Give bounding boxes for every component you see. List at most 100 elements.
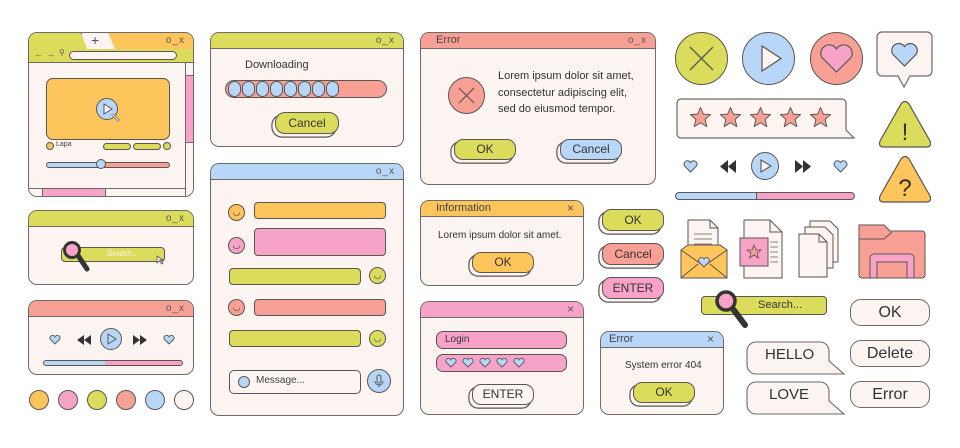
enter-button[interactable]: ENTER (472, 384, 534, 405)
play-icon (103, 103, 113, 115)
message-input[interactable] (229, 370, 361, 394)
heart-icon[interactable] (683, 160, 698, 173)
close-icon[interactable]: × (566, 201, 575, 215)
window-controls[interactable]: o_x (165, 213, 185, 224)
star-icon[interactable] (809, 106, 832, 128)
close-icon[interactable]: × (566, 302, 575, 316)
ok-button[interactable]: OK (633, 382, 695, 403)
star-icon[interactable] (779, 106, 802, 128)
play-button[interactable] (100, 328, 122, 350)
ok-button[interactable]: OK (454, 139, 516, 160)
progress-segment (284, 81, 297, 97)
window-controls[interactable]: o_x (627, 35, 647, 46)
browser-tab-left[interactable] (29, 33, 91, 49)
progress-remaining[interactable] (756, 192, 855, 200)
video-action-1[interactable] (103, 143, 131, 150)
cancel-button[interactable]: Cancel (275, 112, 339, 134)
color-swatch-yellow-green[interactable] (87, 390, 107, 410)
color-swatch-salmon[interactable] (116, 390, 136, 410)
enter-button[interactable]: ENTER (602, 277, 664, 299)
horizontal-scrollbar[interactable] (29, 188, 185, 196)
hello-bubble-text: HELLO (765, 346, 815, 363)
heart-icon[interactable] (833, 160, 848, 173)
track-progress-remaining[interactable] (105, 360, 183, 366)
window-controls[interactable]: o_x (165, 35, 185, 46)
search-icon: ⚲ (59, 48, 65, 57)
error-button-plain[interactable]: Error (850, 381, 930, 408)
progress-segment (298, 81, 311, 97)
play-button[interactable] (751, 152, 779, 180)
like-button-round[interactable] (810, 32, 863, 85)
new-tab-plus-icon[interactable]: + (91, 32, 100, 48)
video-action-2[interactable] (133, 143, 161, 150)
dialog-title: Information (436, 202, 492, 214)
heart-icon (496, 358, 508, 368)
smiley-avatar: ◡ (228, 237, 245, 254)
video-progress-remaining[interactable] (102, 162, 170, 168)
color-swatch-pink[interactable] (58, 390, 78, 410)
fast-forward-icon[interactable] (795, 160, 811, 173)
video-progress-played[interactable] (46, 162, 102, 168)
window-controls[interactable]: o_x (375, 35, 395, 46)
search-window: o_x Search... (28, 210, 194, 285)
forward-arrow-icon[interactable]: → (46, 49, 55, 59)
ok-button[interactable]: OK (602, 209, 664, 231)
track-progress-played[interactable] (43, 360, 105, 366)
fast-forward-icon[interactable] (133, 335, 147, 345)
color-swatch-orange[interactable] (29, 390, 49, 410)
attach-icon[interactable] (238, 376, 250, 388)
horizontal-scroll-thumb[interactable] (42, 189, 106, 196)
heart-icon (462, 358, 474, 368)
back-arrow-icon[interactable]: ← (34, 49, 43, 59)
progress-played[interactable] (675, 192, 756, 200)
title-bar: × (421, 302, 583, 318)
search-input[interactable] (61, 247, 165, 262)
rewind-icon[interactable] (720, 160, 736, 173)
cursor-icon (111, 113, 120, 122)
image-document-icon[interactable] (738, 218, 786, 280)
smiley-avatar: ◡ (228, 299, 245, 316)
warning-exclamation-icon: ! (878, 100, 932, 148)
title-bar: o_x (211, 164, 403, 180)
info-message: Lorem ipsum dolor sit amet. (438, 230, 562, 241)
cancel-button[interactable]: Cancel (602, 243, 664, 265)
folder-icon[interactable] (856, 222, 928, 280)
heart-icon (820, 44, 853, 73)
star-icon[interactable] (719, 106, 742, 128)
ok-button[interactable]: OK (472, 252, 534, 273)
close-button-round[interactable] (675, 32, 728, 85)
star-icon[interactable] (689, 106, 712, 128)
vertical-scroll-thumb[interactable] (186, 75, 193, 143)
cancel-button[interactable]: Cancel (560, 139, 622, 160)
heart-notification-bubble (876, 31, 933, 89)
system-error-dialog: Error × System error 404 OK (600, 331, 724, 415)
color-swatch-blue[interactable] (145, 390, 165, 410)
video-progress-knob[interactable] (96, 159, 106, 169)
system-error-message: System error 404 (625, 360, 702, 371)
chat-bubble-incoming (254, 299, 386, 316)
progress-segment (326, 81, 339, 97)
mail-letter-icon[interactable] (680, 218, 728, 280)
documents-stack-icon[interactable] (796, 220, 844, 280)
heart-icon (513, 358, 525, 368)
play-button-round[interactable] (742, 32, 795, 85)
chat-bubble-outgoing (229, 268, 361, 285)
close-icon[interactable]: × (706, 332, 715, 346)
ok-button-plain[interactable]: OK (850, 299, 930, 326)
star-rating[interactable] (689, 106, 832, 128)
search-placeholder: Search... (107, 249, 140, 258)
video-action-3[interactable] (163, 142, 171, 150)
chat-bubble-incoming (254, 202, 386, 219)
window-controls[interactable]: o_x (375, 166, 395, 177)
star-icon[interactable] (749, 106, 772, 128)
play-icon (760, 159, 773, 173)
address-bar[interactable] (69, 51, 177, 60)
heart-icon[interactable] (49, 335, 61, 345)
window-controls[interactable]: o_x (165, 303, 185, 314)
login-input[interactable] (436, 331, 567, 349)
heart-icon[interactable] (163, 335, 175, 345)
microphone-button[interactable] (367, 369, 391, 393)
color-swatch-cream[interactable] (174, 390, 194, 410)
delete-button-plain[interactable]: Delete (850, 340, 930, 367)
rewind-icon[interactable] (77, 335, 91, 345)
